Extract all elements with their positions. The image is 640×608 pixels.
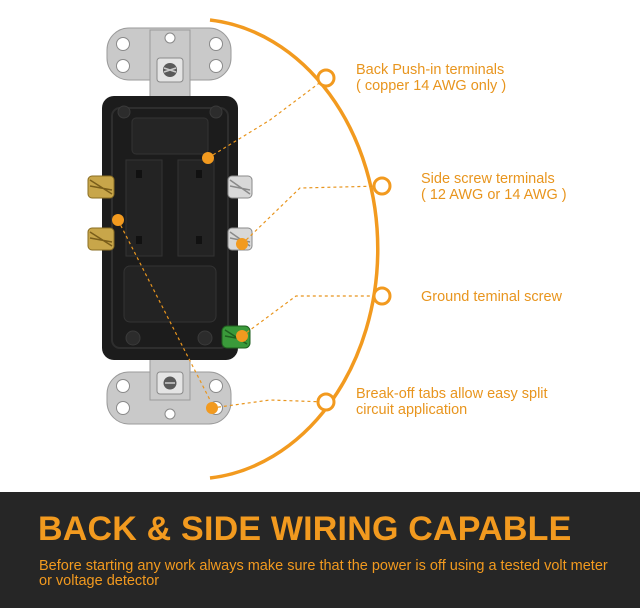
target-dot-ground: [236, 330, 248, 342]
callout-line: Back Push-in terminals: [356, 62, 505, 78]
target-dot-brass-screw: [112, 214, 124, 226]
callout-side-screw-terminals: Side screw terminals ( 12 AWG or 14 AWG …: [421, 171, 567, 203]
arc-marker-side-screw: [372, 176, 392, 196]
callout-line: Break-off tabs allow easy split: [356, 386, 548, 402]
mounting-strap-bottom: [106, 349, 232, 425]
leader-push-in: [207, 77, 327, 159]
leader-ground: [241, 295, 382, 337]
target-dot-push-in: [202, 152, 214, 164]
callout-line: Side screw terminals: [421, 171, 555, 187]
arc-marker-push-in: [316, 68, 336, 88]
receptacle-illustration: [87, 18, 392, 480]
brass-screw-terminals: [87, 175, 115, 251]
callout-line: ( copper 14 AWG only ): [356, 78, 507, 94]
callout-ground-terminal-screw: Ground teminal screw: [421, 289, 562, 305]
callout-line: ( 12 AWG or 14 AWG ): [421, 187, 567, 203]
target-dot-break-off: [206, 402, 218, 414]
leader-side-screw-right: [241, 185, 383, 245]
arc-marker-ground: [372, 286, 392, 306]
mounting-strap-top: [106, 27, 232, 109]
callout-line: circuit application: [356, 402, 468, 418]
callout-line: Ground teminal screw: [421, 289, 563, 305]
wiring-diagram: Back Push-in terminals ( copper 14 AWG o…: [87, 18, 567, 480]
arc-marker-break-off: [316, 392, 336, 412]
safety-note: Before starting any work always make sur…: [39, 558, 608, 589]
callout-push-in-terminals: Back Push-in terminals ( copper 14 AWG o…: [356, 62, 506, 94]
callout-break-off-tabs: Break-off tabs allow easy split circuit …: [356, 386, 548, 418]
leader-side-screw-left: [117, 219, 211, 401]
target-dot-silver-screw: [236, 238, 248, 250]
callout-arc: [209, 18, 380, 480]
leader-break-off: [211, 399, 327, 409]
footer-banner: BACK & SIDE WIRING CAPABLE Before starti…: [0, 492, 640, 608]
headline: BACK & SIDE WIRING CAPABLE: [38, 510, 572, 548]
receptacle-body: [102, 96, 238, 360]
